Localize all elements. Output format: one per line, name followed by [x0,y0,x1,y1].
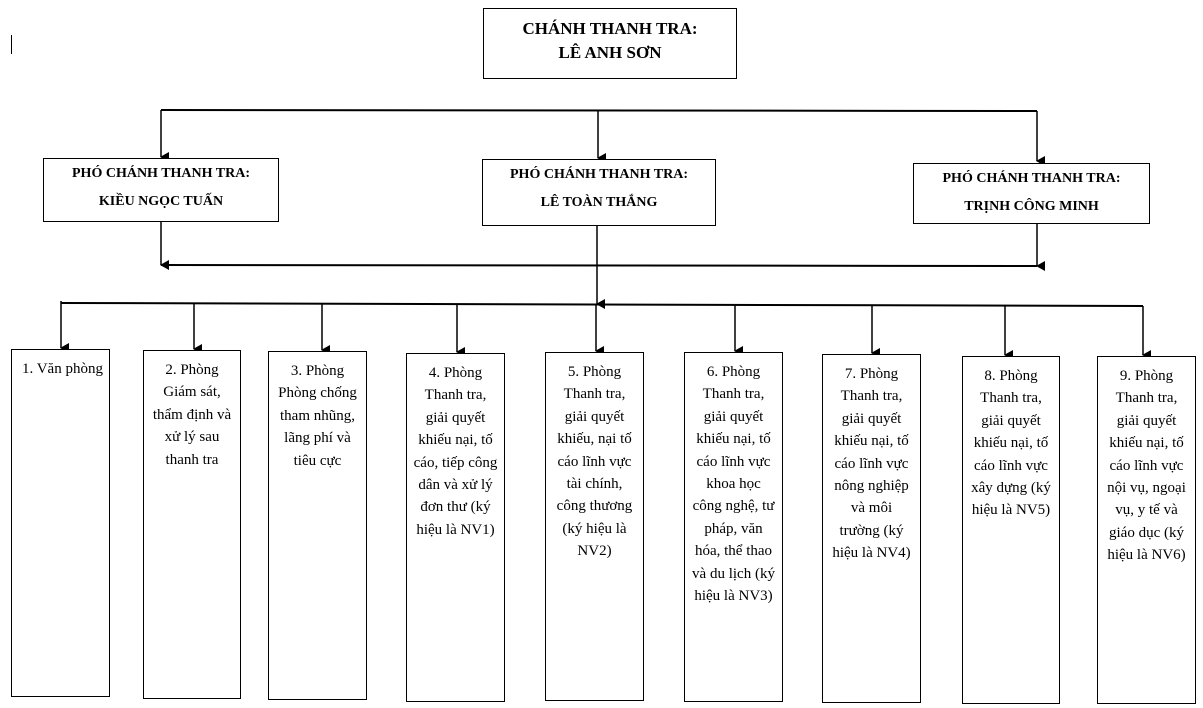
unit-label: 8. Phòng Thanh tra, giải quyết khiếu nại… [971,368,1051,519]
unit-box-5: 5. Phòng Thanh tra, giải quyết khiếu, nạ… [545,352,644,701]
unit-box-6: 6. Phòng Thanh tra, giải quyết khiếu nại… [684,352,783,702]
unit-box-2: 2. Phòng Giám sát, thẩm định và xử lý sa… [143,350,241,699]
chief-name: LÊ ANH SƠN [558,43,662,62]
unit-label: 1. Văn phòng [22,361,103,377]
deputy-box-2: PHÓ CHÁNH THANH TRA: LÊ TOÀN THẮNG [482,159,716,226]
deputy-bus-line [160,264,1038,267]
chief-title: CHÁNH THANH TRA: [522,19,698,38]
unit-label: 6. Phòng Thanh tra, giải quyết khiếu nại… [692,364,775,605]
deputy-box-1: PHÓ CHÁNH THANH TRA: KIỀU NGỌC TUẤN [43,158,279,222]
unit-label: 5. Phòng Thanh tra, giải quyết khiếu, nạ… [556,364,633,560]
deputy-title: PHÓ CHÁNH THANH TRA: [510,167,688,182]
unit-box-1: 1. Văn phòng [11,349,110,697]
deputy-name: LÊ TOÀN THẮNG [540,195,658,210]
deputy-title: PHÓ CHÁNH THANH TRA: [942,171,1121,186]
unit-label: 4. Phòng Thanh tra, giải quyết khiếu nại… [413,365,498,538]
chief-bus-line [160,109,1038,112]
text-cursor [11,35,12,54]
unit-box-8: 8. Phòng Thanh tra, giải quyết khiếu nại… [962,356,1060,704]
unit-box-7: 7. Phòng Thanh tra, giải quyết khiếu nại… [822,354,921,703]
unit-label: 2. Phòng Giám sát, thẩm định và xử lý sa… [152,362,232,468]
unit-label: 3. Phòng Phòng chống tham nhũng, lãng ph… [278,363,357,469]
chief-inspector-box: CHÁNH THANH TRA: LÊ ANH SƠN [483,8,737,79]
deputy-box-3: PHÓ CHÁNH THANH TRA: TRỊNH CÔNG MINH [913,163,1150,224]
deputy-title: PHÓ CHÁNH THANH TRA: [72,166,250,181]
deputy-name: TRỊNH CÔNG MINH [964,199,1099,214]
unit-label: 7. Phòng Thanh tra, giải quyết khiếu nại… [832,366,911,562]
deputy-name: KIỀU NGỌC TUẤN [98,194,224,209]
unit-box-4: 4. Phòng Thanh tra, giải quyết khiếu nại… [406,353,505,702]
unit-label: 9. Phòng Thanh tra, giải quyết khiếu nại… [1107,368,1186,564]
unit-box-9: 9. Phòng Thanh tra, giải quyết khiếu nại… [1097,356,1196,704]
unit-box-3: 3. Phòng Phòng chống tham nhũng, lãng ph… [268,351,367,700]
unit-bus-line [60,302,1144,307]
